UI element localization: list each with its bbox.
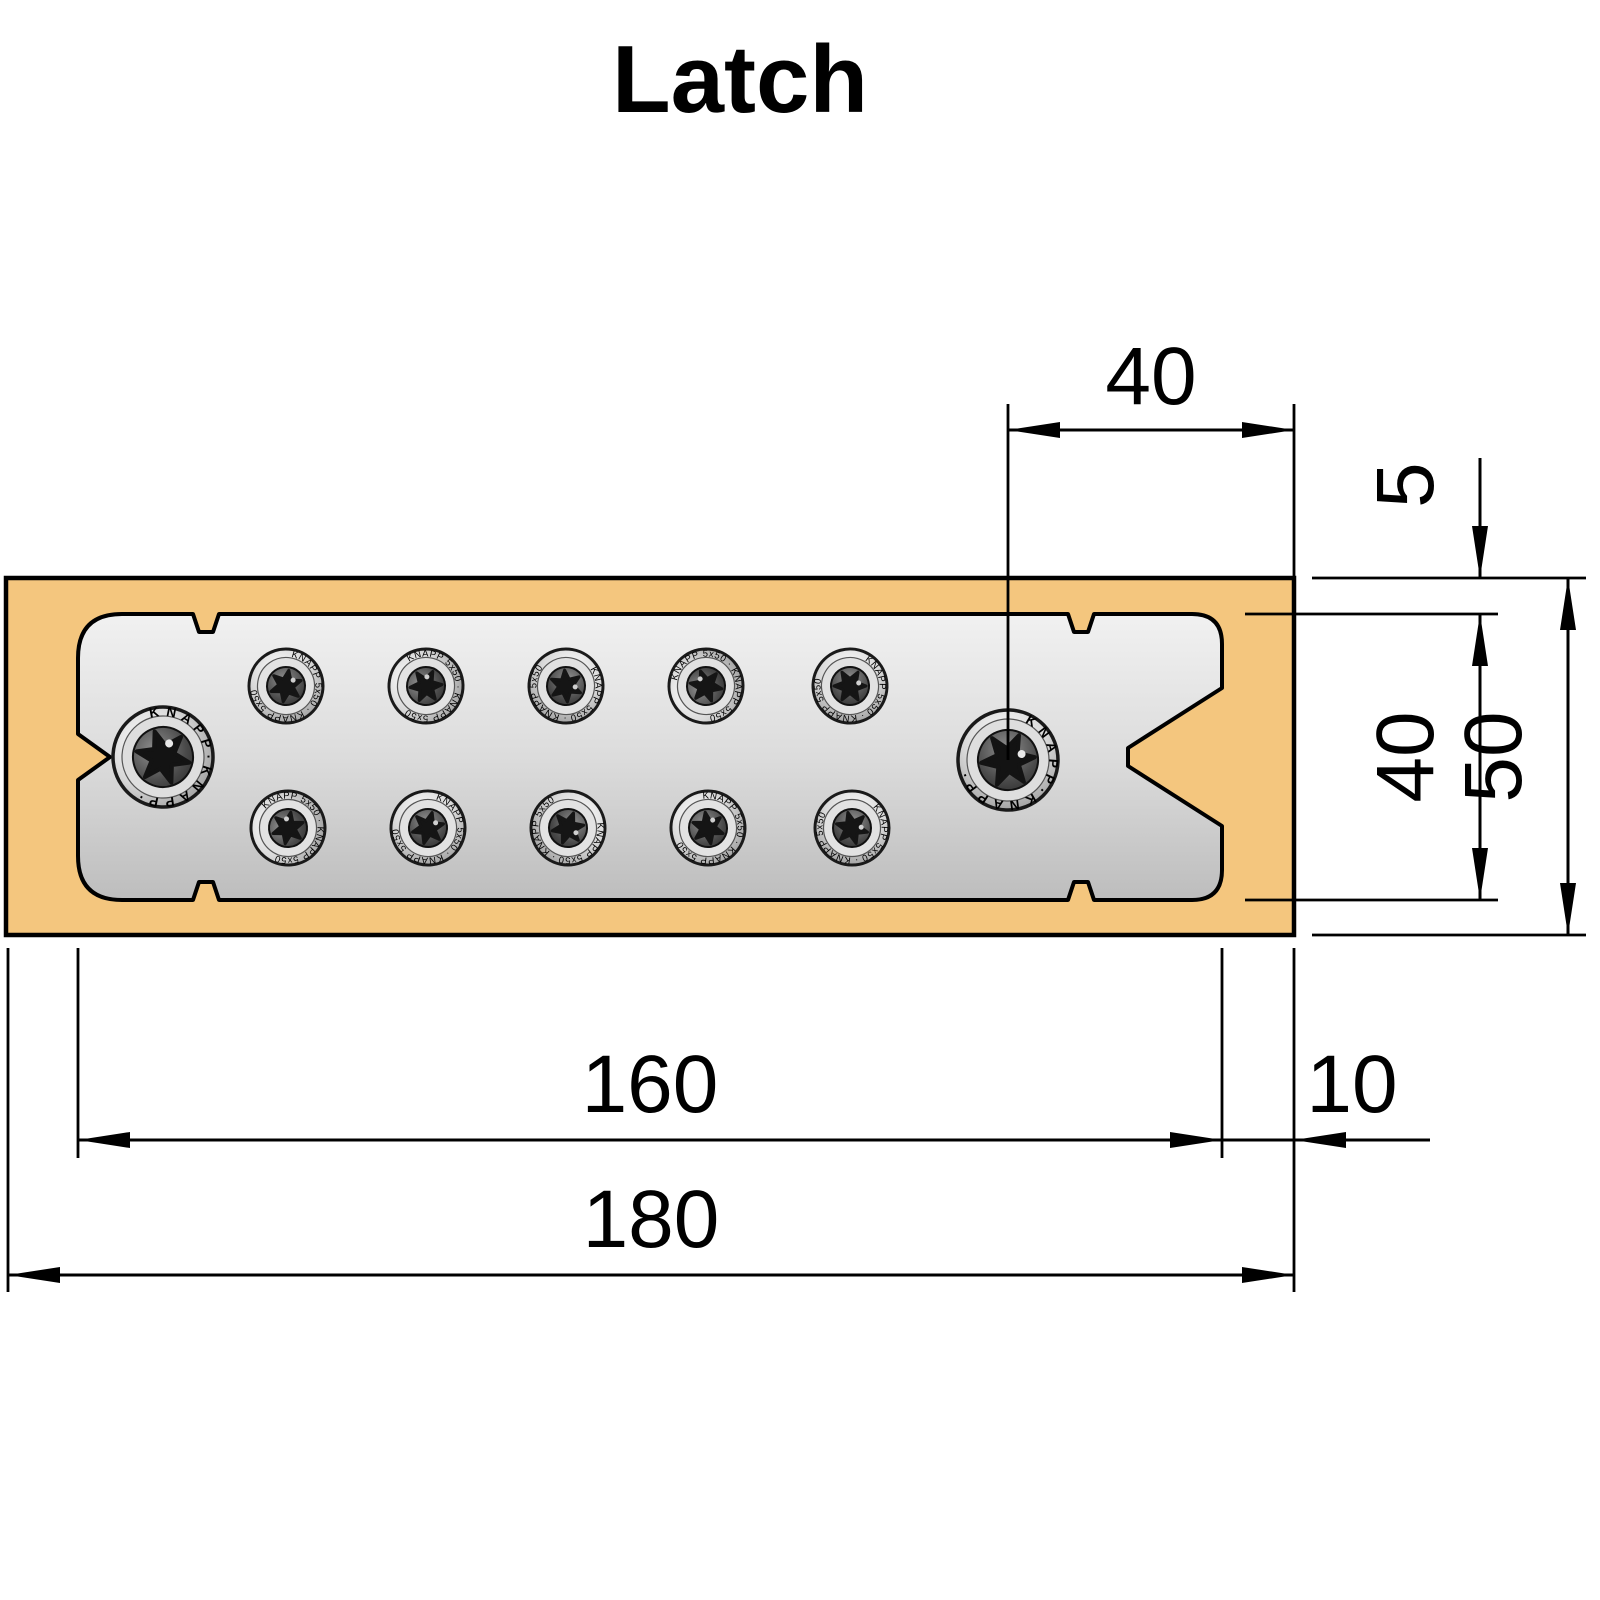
dimension-label-screw-to-edge: 40 <box>1105 331 1196 422</box>
dimension-label-plate-length: 160 <box>582 1039 719 1130</box>
latch-plate <box>76 612 1224 902</box>
drawing-title: Latch <box>612 26 868 133</box>
dimension-label-plate-offset: 5 <box>1360 462 1451 508</box>
dimension-label-side-margin: 10 <box>1306 1039 1397 1130</box>
dimension-label-plate-width: 40 <box>1360 711 1451 802</box>
dimension-annotations: 40 5 40 50 160 10 180 <box>6 331 1586 1292</box>
dimension-label-board-width: 50 <box>1448 711 1539 802</box>
extension-lines <box>6 404 1586 1292</box>
dimension-label-board-length: 180 <box>583 1174 720 1265</box>
